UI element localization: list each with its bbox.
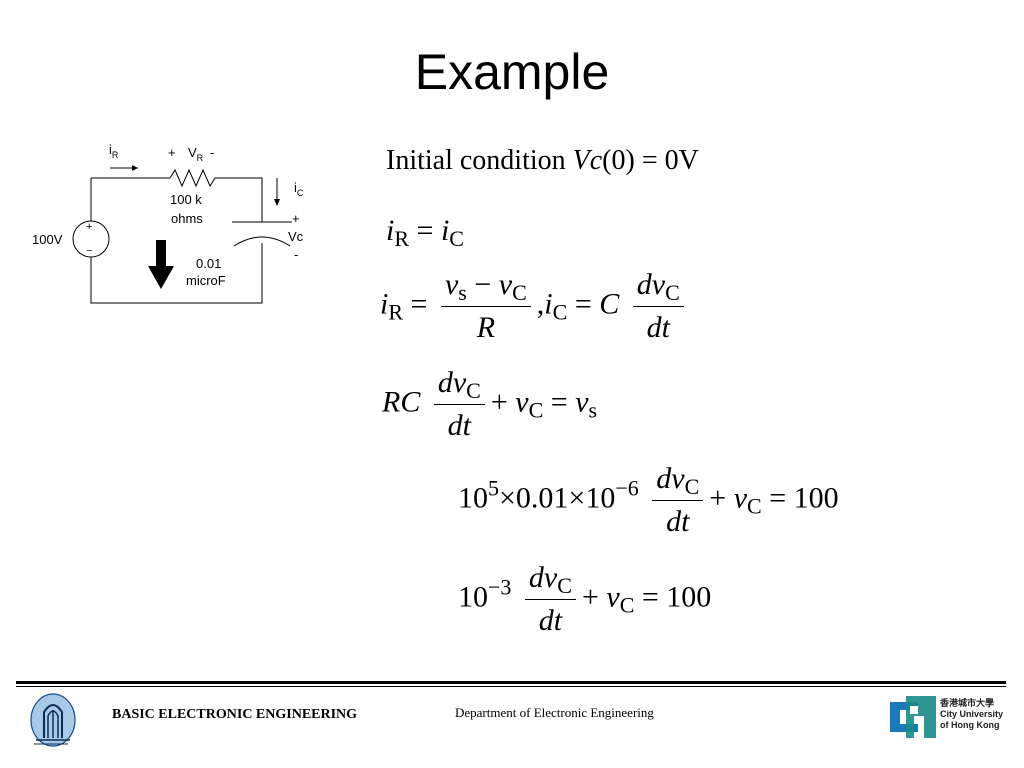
initial-condition-text: Initial condition bbox=[386, 145, 566, 176]
equation-2: iR = vs − vC R ,iC = C dvC dt bbox=[380, 268, 690, 345]
crest-logo-icon bbox=[30, 693, 76, 747]
footer-rule-thick bbox=[16, 681, 1006, 684]
voltage-r-minus: - bbox=[210, 145, 214, 160]
source-voltage-label: 100V bbox=[32, 232, 63, 247]
equation-5: 10−3 dvC dt + vC = 100 bbox=[458, 561, 712, 638]
fraction-dvc-dt: dvC dt bbox=[524, 561, 576, 638]
big-down-arrow-icon bbox=[148, 240, 174, 289]
footer-course-title: BASIC ELECTRONIC ENGINEERING bbox=[112, 707, 358, 722]
fraction-dvc-dt: dvC dt bbox=[433, 366, 485, 443]
capacitor-plate-bottom bbox=[233, 236, 291, 247]
cap-value-line2: microF bbox=[186, 273, 226, 288]
current-c-label: iC bbox=[294, 180, 304, 198]
resistor-symbol bbox=[169, 168, 220, 188]
source-minus-sign: − bbox=[86, 245, 92, 257]
current-r-arrow-head bbox=[132, 165, 138, 171]
circuit-wire-left bbox=[90, 178, 263, 304]
fraction-vs-vc-over-r: vs − vC R bbox=[440, 268, 531, 345]
footer-rule-thin bbox=[16, 686, 1006, 687]
cap-value-line1: 0.01 bbox=[196, 256, 221, 271]
cap-plus-sign: + bbox=[292, 211, 300, 226]
footer-department: Department of Electronic Engineering bbox=[455, 705, 654, 720]
initial-condition-var: Vc bbox=[572, 145, 603, 176]
resistor-value-line1: 100 k bbox=[170, 192, 202, 207]
voltage-source-symbol bbox=[72, 220, 110, 258]
circuit-diagram: + − iR + VR - 100 k ohms 100V iC + Vc - … bbox=[32, 142, 304, 304]
university-name-en-1: City University bbox=[940, 709, 1004, 719]
voltage-r-label: VR bbox=[188, 145, 204, 163]
voltage-r-plus: + bbox=[168, 145, 176, 160]
cap-voltage-label: Vc bbox=[288, 229, 304, 244]
equation-initial-condition: Initial condition Vc(0) = 0V bbox=[386, 145, 699, 177]
current-r-label: iR bbox=[109, 142, 119, 160]
fraction-dvc-dt: dvC dt bbox=[632, 268, 684, 345]
equation-3: RC dvC dt + vC = vs bbox=[382, 366, 598, 443]
circuit-wire-top bbox=[91, 177, 263, 222]
initial-condition-value: (0) = 0V bbox=[602, 145, 699, 176]
cap-minus-sign: - bbox=[294, 247, 298, 262]
city-university-logo-icon bbox=[890, 696, 936, 738]
university-name-en-2: of Hong Kong bbox=[940, 720, 1000, 730]
resistor-value-line2: ohms bbox=[171, 211, 203, 226]
equation-1: iR = iC bbox=[386, 214, 464, 251]
equation-4: 105×0.01×10−6 dvC dt + vC = 100 bbox=[458, 462, 839, 539]
fraction-dvc-dt: dvC dt bbox=[652, 462, 704, 539]
current-c-arrow-head bbox=[274, 199, 280, 206]
slide-title: Example bbox=[414, 44, 610, 100]
university-name: 香港城市大學 City University of Hong Kong bbox=[940, 698, 1003, 731]
source-plus-sign: + bbox=[86, 221, 92, 233]
university-name-cn: 香港城市大學 bbox=[940, 698, 995, 708]
